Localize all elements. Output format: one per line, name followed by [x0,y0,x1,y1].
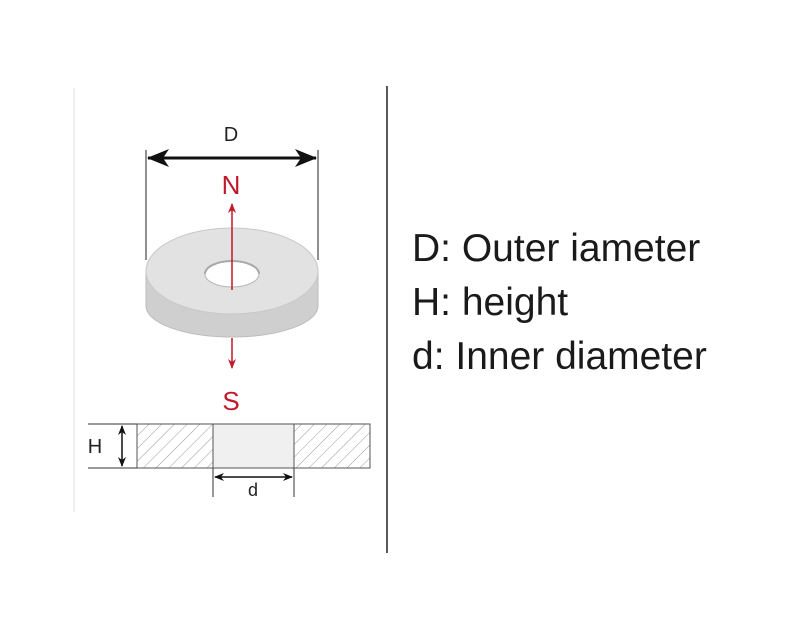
cross-section [88,423,371,469]
inner-diameter-label: d [248,480,258,500]
north-label: N [222,170,241,200]
legend-height: H: height [412,281,569,324]
outer-diameter-label: D [224,124,238,146]
legend-outer-diameter: D: Outer iameter [412,227,701,270]
dimension-legend: D: Outer iameter H: height d: Inner diam… [412,222,707,384]
south-label: S [222,386,239,416]
height-label: H [88,436,102,458]
legend-inner-diameter: d: Inner diameter [412,335,707,378]
